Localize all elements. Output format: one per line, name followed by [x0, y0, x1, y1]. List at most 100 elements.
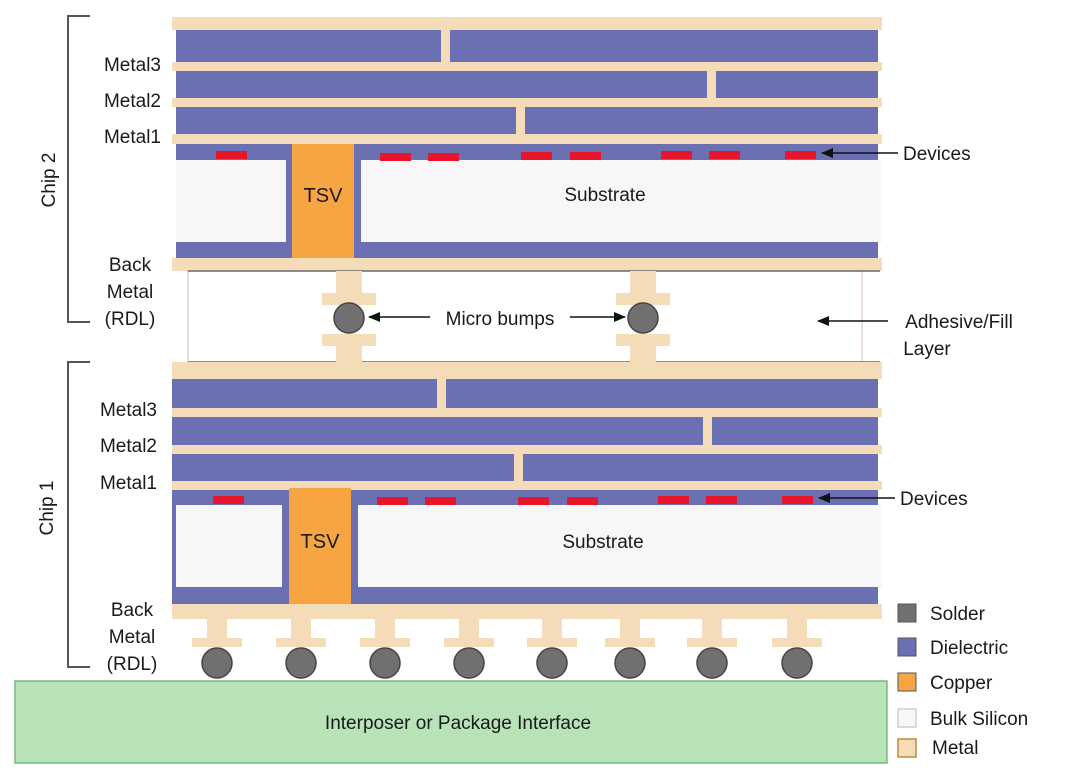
- chip2-tsv-label: TSV: [304, 185, 344, 207]
- legend-label-metal: Metal: [932, 738, 978, 759]
- pad: [616, 293, 670, 305]
- chip2-substrate-label: Substrate: [564, 185, 645, 206]
- chip1-back-metal-line2: Metal: [109, 627, 155, 648]
- pillar: [630, 346, 656, 362]
- chip1-via1: [514, 454, 523, 481]
- adhesive-label-line1: Adhesive/Fill: [905, 312, 1013, 333]
- legend: Solder Dielectric Copper Bulk Silicon Me…: [897, 603, 1028, 759]
- bump-pillar: [459, 619, 479, 640]
- solder-bump-7: [696, 647, 728, 679]
- chip2-top-metal: [172, 17, 882, 30]
- chip2-label: Chip 2: [39, 153, 60, 208]
- device: [213, 496, 244, 504]
- bump-pad: [772, 638, 822, 647]
- chip1-top-metal: [172, 362, 882, 379]
- chip1-stack: [172, 362, 882, 619]
- legend-swatch-dielectric: [897, 637, 917, 657]
- device: [782, 496, 813, 504]
- chip2-back-metal-line1: Back: [109, 255, 152, 276]
- device: [428, 153, 459, 161]
- solder-bump-4: [453, 647, 485, 679]
- chip1-back-metal-line1: Back: [111, 600, 154, 621]
- chip1-dielectric-metal3: [172, 379, 878, 408]
- bump-pad: [360, 638, 410, 647]
- chip1-metal2-layer: [172, 445, 882, 454]
- device: [216, 151, 247, 159]
- pad: [616, 334, 670, 346]
- bottom-solder-bumps: [192, 619, 822, 679]
- chip1-metal3-layer: [172, 408, 882, 417]
- chip2-back-metal-line3: (RDL): [105, 309, 156, 330]
- bump-pad: [527, 638, 577, 647]
- bump-pillar: [542, 619, 562, 640]
- chip1-label: Chip 1: [37, 481, 58, 536]
- chip2-tsv: [292, 144, 354, 258]
- legend-item-metal: Metal: [897, 738, 978, 759]
- legend-item-solder: Solder: [897, 603, 986, 625]
- solder-bump-8: [781, 647, 813, 679]
- chip1-back-metal-line3: (RDL): [107, 654, 158, 675]
- micro-bump-solder: [333, 302, 365, 334]
- chip1-bracket: [67, 361, 90, 668]
- chip2-devices: [216, 151, 816, 161]
- chip2-dielectric-metal3: [176, 30, 878, 62]
- chip1-metal2-label: Metal2: [100, 436, 157, 457]
- micro-bump-right: [616, 271, 670, 362]
- bump-pad: [605, 638, 655, 647]
- device: [425, 497, 456, 505]
- device: [709, 151, 740, 159]
- chip1-back-metal: [172, 604, 882, 619]
- bump-pillar: [207, 619, 227, 640]
- adhesive-label-line2: Layer: [903, 339, 951, 360]
- device: [658, 496, 689, 504]
- chip1-substrate: [358, 505, 882, 587]
- legend-item-dielectric: Dielectric: [897, 637, 1008, 659]
- solder-bump-2: [285, 647, 317, 679]
- device: [570, 152, 601, 160]
- chip2-via1: [516, 107, 525, 134]
- solder-bump-1: [201, 647, 233, 679]
- bump-pillar: [291, 619, 311, 640]
- chip2-dielectric-metal1: [176, 107, 878, 134]
- pillar: [630, 271, 656, 293]
- legend-swatch-bulk-silicon: [897, 708, 917, 728]
- chip2-metal2-layer: [172, 98, 882, 107]
- chip2-metal2-label: Metal2: [104, 91, 161, 112]
- device: [661, 151, 692, 159]
- pillar: [336, 346, 362, 362]
- device: [380, 153, 411, 161]
- legend-swatch-solder: [897, 603, 917, 623]
- legend-label-dielectric: Dielectric: [930, 638, 1008, 659]
- pad: [322, 293, 376, 305]
- device: [518, 497, 549, 505]
- chip2-metal1-label: Metal1: [104, 127, 161, 148]
- interposer-label: Interposer or Package Interface: [325, 713, 591, 734]
- chip1-via3: [437, 379, 446, 408]
- bump-pad: [444, 638, 494, 647]
- pad: [322, 334, 376, 346]
- chip2-via2: [707, 71, 716, 98]
- chip2-metal1-layer: [172, 134, 882, 144]
- micro-bumps-label: Micro bumps: [446, 309, 555, 330]
- legend-label-solder: Solder: [930, 604, 986, 625]
- pillar: [336, 271, 362, 293]
- solder-bump-5: [536, 647, 568, 679]
- chip2-dielectric-metal2: [176, 71, 878, 98]
- interposer-block: [14, 680, 888, 764]
- legend-item-bulk-silicon: Bulk Silicon: [897, 708, 1028, 730]
- chip1-tsv-label: TSV: [301, 531, 341, 553]
- chip2-metal3-label: Metal3: [104, 55, 161, 76]
- solder-bump-6: [614, 647, 646, 679]
- bump-pillar: [375, 619, 395, 640]
- chip1-bulk-left: [176, 505, 282, 587]
- device: [567, 497, 598, 505]
- chip1-metal3-label: Metal3: [100, 400, 157, 421]
- chip1-metal1-layer: [172, 481, 882, 490]
- chip2-via3: [441, 30, 450, 62]
- legend-label-copper: Copper: [930, 673, 993, 694]
- chip2-bracket: [67, 15, 90, 323]
- micro-bump-left: [322, 271, 376, 362]
- micro-bump-solder: [627, 302, 659, 334]
- chip2-back-metal: [172, 258, 882, 271]
